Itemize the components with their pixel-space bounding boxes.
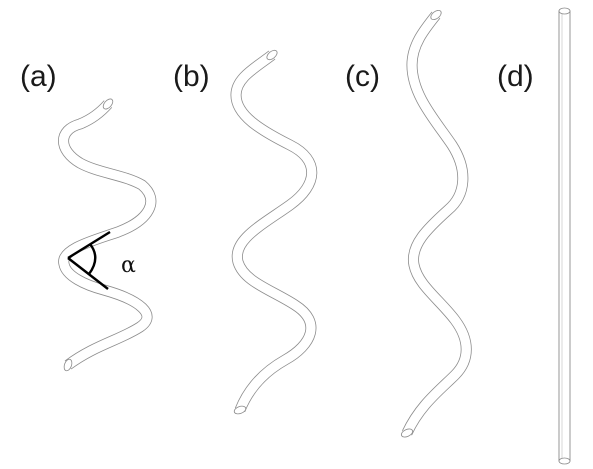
angle-arm-lower [67, 257, 109, 290]
tube-a-top-cap [102, 98, 114, 110]
tube-d-body [558, 10, 571, 462]
angle-alpha-label: α [121, 253, 136, 278]
angle-marker [67, 230, 111, 290]
tube-c [400, 9, 472, 438]
tube-d-bottom-cap [558, 457, 571, 465]
tube-c-top-cap [430, 9, 442, 21]
angle-arm-upper [67, 230, 111, 260]
tube-a [58, 98, 157, 372]
tube-b-bottom-cap [233, 405, 247, 415]
tube-c-bottom-cap [400, 428, 414, 438]
panel-label-a: (a) [20, 60, 57, 93]
angle-arc [88, 243, 97, 275]
tube-d [558, 7, 571, 465]
panel-label-c: (c) [345, 60, 380, 93]
panel-label-d: (d) [497, 60, 534, 93]
panel-label-b: (b) [173, 60, 210, 93]
tube-b [230, 49, 318, 415]
tube-a-bottom-cap [63, 358, 73, 372]
tube-b-top-cap [266, 49, 278, 61]
tube-d-top-cap [558, 7, 571, 15]
